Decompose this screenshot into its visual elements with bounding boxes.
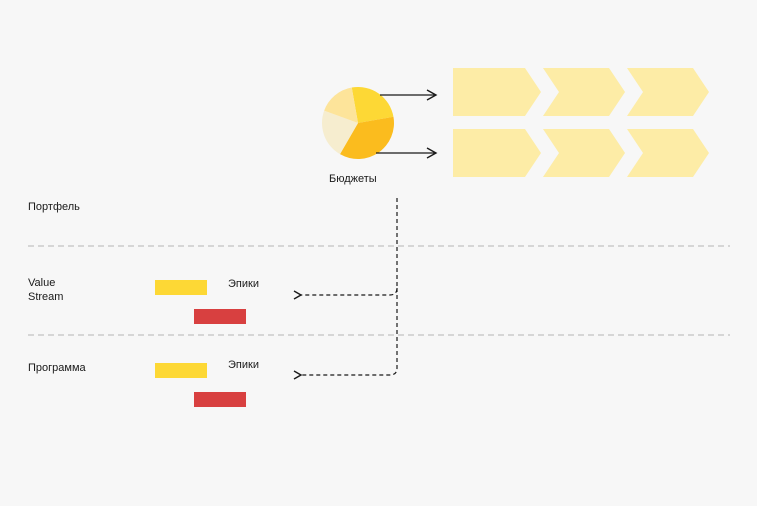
epic-bar-yellow-value-stream: [155, 280, 207, 295]
pie-slice-mid: [324, 87, 358, 123]
value-stream-chevrons: [453, 68, 709, 177]
level-label-value-stream: Value Stream: [28, 277, 64, 303]
epic-bar-red-value-stream: [194, 309, 246, 324]
epic-bar-yellow-program: [155, 363, 207, 378]
pie-slice-dark: [340, 116, 394, 159]
value-stream-1-step-2: [543, 68, 625, 116]
epic-bar-red-program: [194, 392, 246, 407]
value-stream-2-step-3: [627, 129, 709, 177]
epics-label-value-stream: Эпики: [228, 278, 259, 290]
level-label-portfolio: Портфель: [28, 201, 80, 213]
budget-flow-line-program: [301, 288, 398, 375]
pie-chart-icon: [321, 87, 394, 159]
budget-label: Бюджеты: [329, 173, 377, 185]
pie-slice-bright: [351, 87, 394, 123]
pie-slice-light: [321, 110, 358, 155]
value-stream-1-step-3: [627, 68, 709, 116]
budget-flow-line: [301, 198, 398, 295]
value-stream-2-step-1: [453, 129, 541, 177]
epics-label-program: Эпики: [228, 359, 259, 371]
value-stream-1-step-1: [453, 68, 541, 116]
level-label-program: Программа: [28, 362, 86, 374]
value-stream-2-step-2: [543, 129, 625, 177]
